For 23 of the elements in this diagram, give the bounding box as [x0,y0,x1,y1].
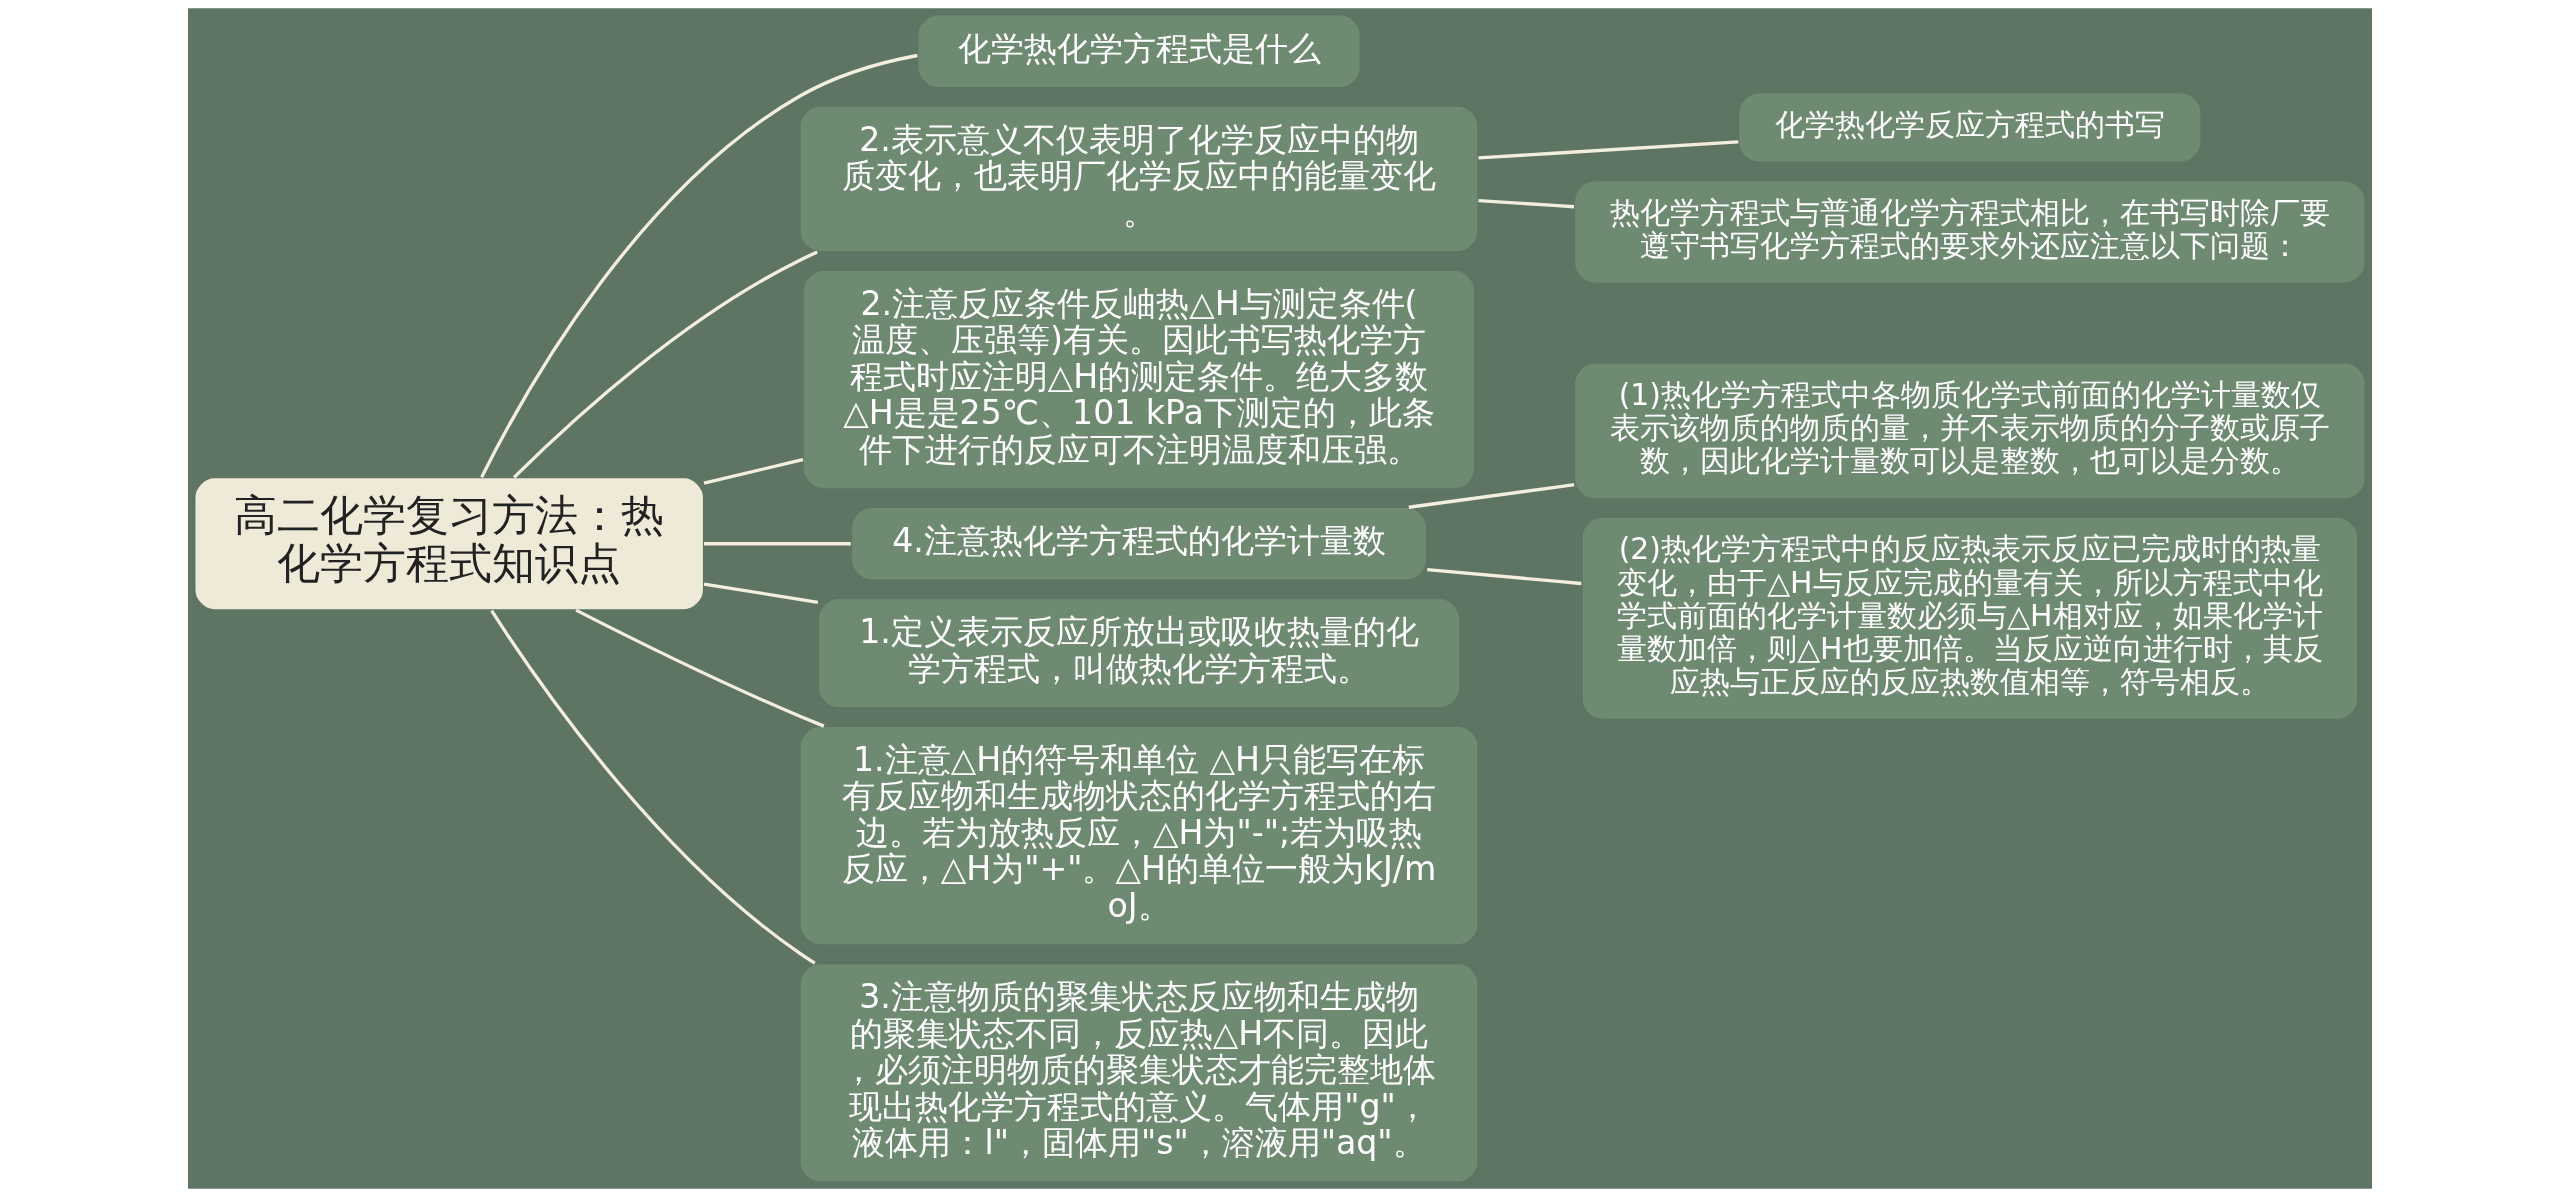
connector [1478,140,1739,160]
connector [575,608,825,728]
node-box: (1)热化学方程式中各物质化学式前面的化学计量数仅表示该物质的物质的量，并不表示物质的分子数或原子数，因此化学计量数可以是整数，也可以是分数。 [1573,362,2367,500]
node-box: (2)热化学方程式中的反应热表示反应已完成时的热量变化，由于△H与反应完成的量有关，所以方程式中化学式前面的化学计量数必须与△H相对应，如果化学计量数加倍，则△H也要加倍。当反应逆向进行时，其反应热与正反应的反应热数值相等，符号相反。 [1581,516,2359,721]
connector [480,53,918,478]
connector [704,542,851,546]
node-box: 1.注意△H的符号和单位 △H只能写在标有反应物和生成物状态的化学方程式的右边。若为放热反应，△H为"-";若为吸热反应，△H为"+"。△H的单位一般为kJ/moJ。 [799,725,1479,946]
node-box: 2.表示意义不仅表明了化学反应中的物质变化，也表明厂化学反应中的能量变化。 [799,105,1479,253]
connector [703,457,804,485]
node-box: 2.注意反应条件反岫热△H与测定条件(温度、压强等)有关。因此书写热化学方程式时应注明△H的测定条件。绝大多数△H是是25℃、101 kPa下测定的，此条件下进行的反应可不注明温度和压强。 [802,269,1476,490]
node-box: 3.注意物质的聚集状态反应物和生成物的聚集状态不同，反应热△H不同。因此，必须注明物质的聚集状态才能完整地体现出热化学方程式的意义。气体用"g"，液体用：l"，固体用"s"，溶液用"aq"。 [799,962,1479,1184]
node-box: 高二化学复习方法：热化学方程式知识点 [193,476,705,611]
node-box: 化学热化学反应方程式的书写 [1737,91,2202,164]
connector [490,609,816,965]
connector [1478,198,1575,209]
node-box: 4.注意热化学方程式的化学计量数 [850,506,1428,582]
node-box: 化学热化学方程式是什么 [916,13,1362,89]
connector [512,250,818,479]
node-box: 1.定义表示反应所放出或吸收热量的化学方程式，叫做热化学方程式。 [817,597,1461,709]
node-box: 热化学方程式与普通化学方程式相比，在书写时除厂要遵守书写化学方程式的要求外还应注意以下问题： [1573,179,2367,285]
connector [1408,483,1575,509]
connector [703,582,819,604]
connector [1427,567,1582,586]
